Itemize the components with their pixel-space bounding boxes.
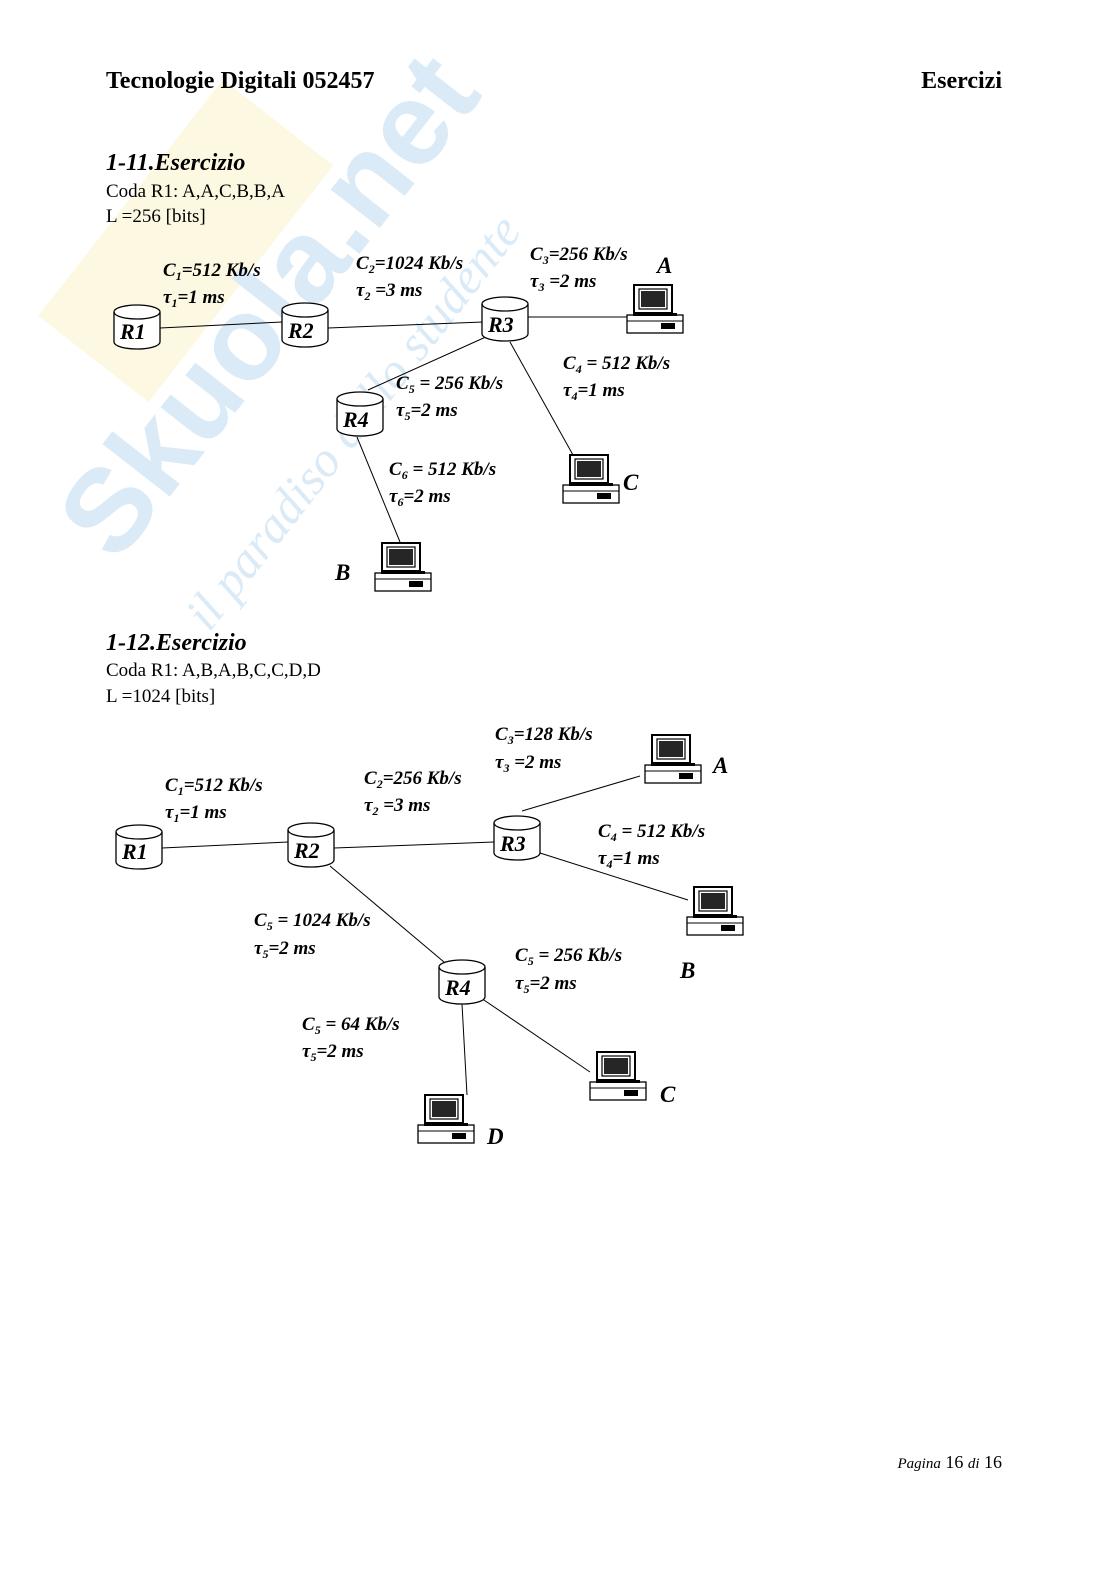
link-label-c2: C2=256 Kb/s τ2 =3 ms — [364, 768, 462, 818]
host-label-a: A — [655, 253, 672, 278]
host-label-c: C — [660, 1082, 676, 1107]
svg-text:R3: R3 — [487, 312, 514, 337]
svg-text:R2: R2 — [287, 318, 314, 343]
svg-text:R2: R2 — [293, 838, 320, 863]
exercise-length: L =256 [bits] — [106, 206, 206, 227]
computer-icon — [589, 1051, 647, 1101]
exercise-title: 1-12.Esercizio — [106, 630, 247, 656]
link-r4-c — [477, 995, 591, 1073]
header-section: Esercizi — [921, 68, 1002, 94]
link-r3-b — [539, 852, 689, 901]
svg-text:τ4=1 ms: τ4=1 ms — [598, 848, 660, 871]
network-diagram-1: R1 R2 R3 R4 A C B C1=512 Kb/s τ1=1 ms C2… — [113, 244, 684, 592]
router-r3: R3 — [481, 296, 529, 342]
link-r3-c — [509, 341, 574, 456]
svg-text:C5 = 1024 Kb/s: C5 = 1024 Kb/s — [254, 910, 371, 933]
svg-text:τ4=1 ms: τ4=1 ms — [563, 380, 625, 403]
link-r4-d — [461, 1003, 468, 1096]
link-label-c1: C1=512 Kb/s τ1=1 ms — [163, 260, 261, 310]
link-label-c1: C1=512 Kb/s τ1=1 ms — [165, 775, 263, 825]
network-diagram-2: R1 R2 R3 R4 A B C D C1=512 Kb/s τ1=1 ms … — [115, 724, 744, 1149]
link-label-c2: C2=1024 Kb/s τ2 =3 ms — [356, 253, 463, 303]
svg-text:C5 = 256 Kb/s: C5 = 256 Kb/s — [396, 373, 503, 396]
link-label-c3: C3=256 Kb/s τ3 =2 ms — [530, 244, 628, 294]
host-label-a: A — [711, 753, 728, 778]
svg-text:τ2 =3 ms: τ2 =3 ms — [356, 280, 422, 303]
svg-text:C3=256 Kb/s: C3=256 Kb/s — [530, 244, 628, 267]
svg-text:τ2 =3 ms: τ2 =3 ms — [364, 795, 430, 818]
svg-text:C6 = 512 Kb/s: C6 = 512 Kb/s — [389, 459, 496, 482]
router-r2: R2 — [281, 302, 329, 348]
svg-text:C4 = 512 Kb/s: C4 = 512 Kb/s — [598, 821, 705, 844]
link-r1-r2 — [161, 841, 289, 849]
host-label-b: B — [679, 958, 695, 983]
link-label-c3: C3=128 Kb/s τ3 =2 ms — [495, 724, 593, 775]
svg-text:τ5=2 ms: τ5=2 ms — [396, 400, 458, 423]
link-r4-b — [356, 436, 401, 543]
svg-text:C5 = 64 Kb/s: C5 = 64 Kb/s — [302, 1014, 400, 1037]
svg-text:τ3 =2 ms: τ3 =2 ms — [530, 271, 596, 294]
svg-text:C1=512 Kb/s: C1=512 Kb/s — [165, 775, 263, 798]
computer-icon — [686, 886, 744, 936]
svg-text:C5 = 256 Kb/s: C5 = 256 Kb/s — [515, 945, 622, 968]
svg-text:τ5=2 ms: τ5=2 ms — [515, 973, 577, 996]
host-label-c: C — [623, 470, 639, 495]
page-footer: Pagina 16 di 16 — [897, 1452, 1002, 1472]
exercise-title: 1-11.Esercizio — [106, 150, 246, 176]
svg-text:R4: R4 — [444, 975, 471, 1000]
link-label-c4: C4 = 512 Kb/s τ4=1 ms — [598, 821, 705, 871]
svg-text:C1=512 Kb/s: C1=512 Kb/s — [163, 260, 261, 283]
svg-text:R3: R3 — [499, 831, 526, 856]
link-label-c4: C4 = 512 Kb/s τ4=1 ms — [563, 353, 670, 403]
link-label-c6: C6 = 512 Kb/s τ6=2 ms — [389, 459, 496, 509]
svg-text:C3=128 Kb/s: C3=128 Kb/s — [495, 724, 593, 747]
link-label-c5-r4-c: C5 = 256 Kb/s τ5=2 ms — [515, 945, 622, 996]
router-r4: R4 — [336, 391, 384, 437]
svg-text:τ1=1 ms: τ1=1 ms — [165, 802, 227, 825]
link-r1-r2 — [159, 321, 283, 329]
host-label-b: B — [334, 560, 350, 585]
svg-text:R1: R1 — [121, 839, 148, 864]
router-r1: R1 — [115, 824, 163, 870]
svg-text:R4: R4 — [342, 407, 369, 432]
svg-text:τ3 =2 ms: τ3 =2 ms — [495, 752, 561, 775]
link-label-c5: C5 = 256 Kb/s τ5=2 ms — [396, 373, 503, 423]
router-r3: R3 — [493, 815, 541, 861]
exercise-length: L =1024 [bits] — [106, 686, 216, 707]
svg-text:τ5=2 ms: τ5=2 ms — [254, 938, 316, 961]
link-r2-r3 — [333, 841, 495, 849]
svg-text:τ1=1 ms: τ1=1 ms — [163, 287, 225, 310]
computer-icon — [644, 734, 702, 784]
svg-text:C4 = 512 Kb/s: C4 = 512 Kb/s — [563, 353, 670, 376]
svg-text:C2=256 Kb/s: C2=256 Kb/s — [364, 768, 462, 791]
svg-text:τ6=2 ms: τ6=2 ms — [389, 486, 451, 509]
svg-text:τ5=2 ms: τ5=2 ms — [302, 1041, 364, 1064]
svg-text:C2=1024 Kb/s: C2=1024 Kb/s — [356, 253, 463, 276]
link-r2-r3 — [327, 321, 484, 329]
exercise-queue: Coda R1: A,A,C,B,B,A — [106, 181, 285, 202]
link-label-c5-r4-d: C5 = 64 Kb/s τ5=2 ms — [302, 1014, 400, 1064]
header-title: Tecnologie Digitali 052457 — [106, 68, 375, 94]
router-r1: R1 — [113, 304, 161, 350]
link-r3-r4 — [367, 335, 489, 391]
host-label-d: D — [486, 1124, 504, 1149]
router-r4: R4 — [438, 959, 486, 1005]
link-r2-r4 — [329, 865, 445, 963]
svg-text:R1: R1 — [119, 319, 146, 344]
router-r2: R2 — [287, 822, 335, 868]
link-label-c5-r2-r4: C5 = 1024 Kb/s τ5=2 ms — [254, 910, 371, 961]
exercise-queue: Coda R1: A,B,A,B,C,C,D,D — [106, 660, 321, 681]
computer-icon — [417, 1094, 475, 1144]
link-r3-a — [521, 775, 641, 812]
